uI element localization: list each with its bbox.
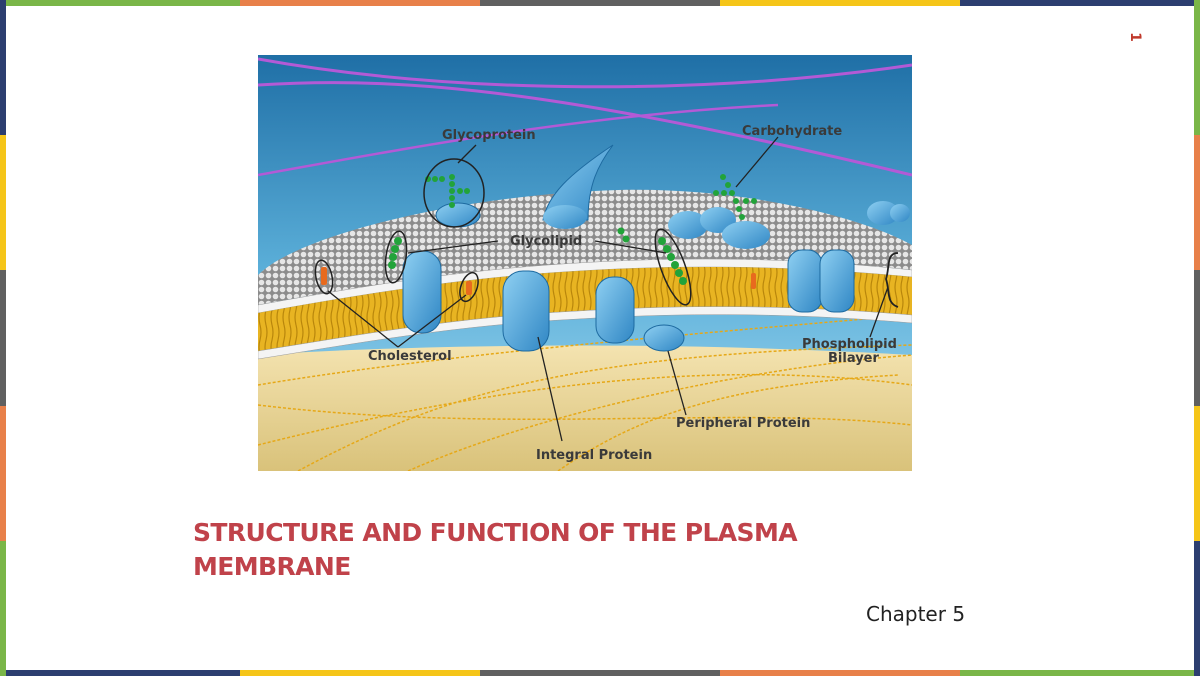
label-integral-protein: Integral Protein (536, 448, 652, 463)
label-carbohydrate: Carbohydrate (742, 124, 842, 139)
slide-subtitle: Chapter 5 (866, 602, 966, 626)
glycoprotein-sugars (425, 174, 470, 208)
frame-right (1194, 0, 1200, 676)
leader-lines (327, 136, 889, 442)
label-cholesterol: Cholesterol (368, 349, 452, 364)
frame-top (0, 0, 1200, 6)
membrane-illustration: Glycoprotein Carbohydrate Glycolipid Cho… (258, 55, 912, 471)
slide-number: 1 (1127, 32, 1143, 42)
carbohydrate-sugars (713, 174, 757, 220)
plasma-membrane-diagram: Glycoprotein Carbohydrate Glycolipid Cho… (258, 55, 912, 471)
cholesterol-molecules (321, 267, 756, 295)
slide-title: STRUCTURE AND FUNCTION OF THE PLASMA MEM… (193, 518, 798, 581)
label-peripheral-protein: Peripheral Protein (676, 416, 810, 431)
peripheral-protein-shape (643, 324, 685, 352)
label-phospholipid: Phospholipid (802, 337, 897, 352)
glycolipid-sugars (388, 227, 687, 285)
label-bilayer: Bilayer (828, 351, 879, 366)
integral-proteins (402, 249, 855, 352)
label-glycolipid: Glycolipid (510, 234, 582, 249)
frame-left (0, 0, 6, 676)
frame-bottom (0, 670, 1200, 676)
label-glycoprotein: Glycoprotein (442, 128, 536, 143)
